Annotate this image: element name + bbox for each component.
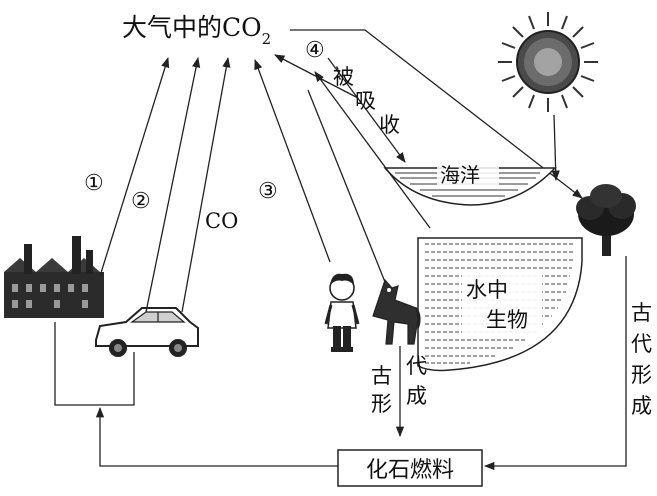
ocean-label: 海洋 bbox=[440, 163, 480, 187]
ancient-left-char-1: 古 bbox=[371, 364, 392, 388]
ancient-left-char-2: 形 bbox=[371, 392, 392, 416]
aquatic-label-line-1: 水中 bbox=[466, 278, 508, 302]
absorbed-char-1: 被 bbox=[333, 65, 354, 89]
ancient-formation-char-4: 成 bbox=[631, 394, 652, 418]
fossil-fuel-label: 化石燃料 bbox=[366, 458, 454, 483]
ocean-basin bbox=[383, 167, 557, 206]
tree-icon bbox=[576, 184, 636, 256]
arrow-1-label: ① bbox=[84, 171, 104, 196]
factory-icon bbox=[4, 236, 104, 318]
absorbed-char-3: 收 bbox=[379, 113, 400, 137]
boy-icon bbox=[324, 273, 360, 352]
ancient-formation-char-3: 形 bbox=[631, 363, 652, 387]
atmosphere-co2-title: 大气中的CO2 bbox=[122, 13, 271, 48]
arrow-2-label: ② bbox=[131, 189, 151, 214]
arrow-3-label: ③ bbox=[258, 179, 278, 204]
sun-icon bbox=[498, 12, 598, 112]
arrow-4-label: ④ bbox=[305, 38, 325, 63]
absorbed-char-2: 吸 bbox=[355, 89, 376, 113]
ancient-right-char-2: 成 bbox=[406, 384, 427, 408]
aquatic-label-line-2: 生物 bbox=[486, 308, 528, 332]
ancient-formation-char-2: 代 bbox=[631, 332, 652, 356]
car-icon bbox=[95, 307, 199, 357]
co-label: CO bbox=[205, 209, 238, 233]
ancient-formation-char-1: 古 bbox=[631, 301, 652, 325]
horse-icon bbox=[372, 278, 421, 345]
fossil-fuel-box bbox=[337, 449, 483, 487]
ancient-right-char-1: 代 bbox=[406, 354, 427, 378]
